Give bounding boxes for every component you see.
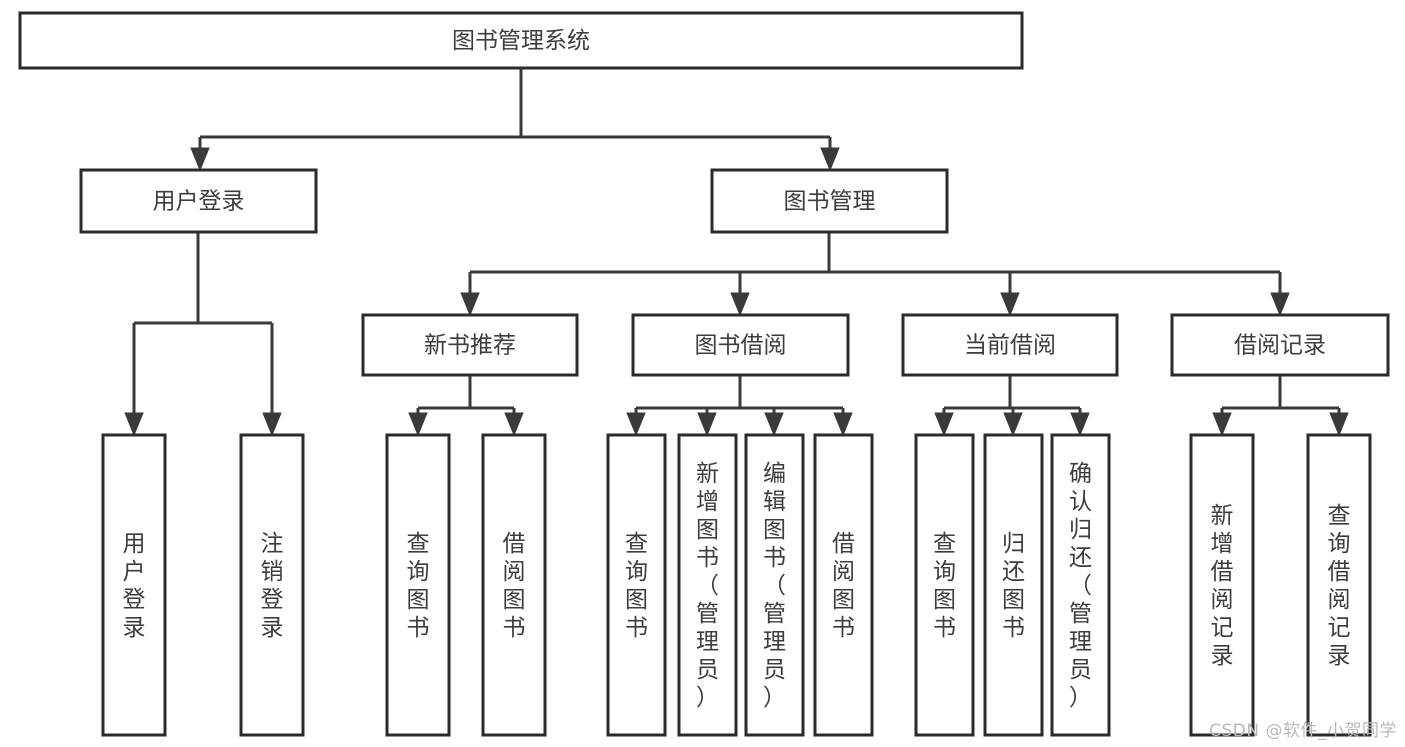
node-label: 注销登录 [261, 531, 284, 641]
conn-book-borrow-bus-line [634, 375, 845, 423]
node-label: 图书借阅 [695, 333, 787, 359]
node-leaf-confirm-return[interactable]: 确认归还（管理员） [1050, 433, 1111, 737]
node-label: 查询图书 [933, 531, 956, 641]
node-new-book-rec[interactable]: 新书推荐 [361, 313, 579, 377]
arrowhead-icon [124, 412, 144, 437]
arrowhead-icon [626, 412, 646, 437]
arrowhead-icon [1212, 412, 1232, 437]
node-box[interactable] [744, 433, 805, 737]
arrowhead-icon [730, 292, 750, 317]
node-label: 查询图书 [407, 531, 430, 641]
conn-book-borrow-bus [626, 375, 853, 437]
conn-user-login-bus [124, 232, 282, 437]
node-label: 用户登录 [153, 189, 245, 215]
node-label: 借阅图书 [832, 531, 855, 641]
node-leaf-return-book[interactable]: 归还图书 [983, 433, 1044, 737]
arrowhead-icon [408, 412, 428, 437]
node-box[interactable] [813, 433, 874, 737]
node-box[interactable] [1170, 313, 1390, 377]
node-label: 借阅记录 [1234, 333, 1326, 359]
arrowhead-icon [460, 292, 480, 317]
node-leaf-logout[interactable]: 注销登录 [239, 433, 305, 737]
node-box[interactable] [606, 433, 667, 737]
node-label: 新增借阅记录 [1211, 503, 1234, 669]
node-user-login[interactable]: 用户登录 [79, 168, 318, 234]
node-label: 归还图书 [1002, 531, 1025, 641]
node-box[interactable] [914, 433, 975, 737]
node-box[interactable] [983, 433, 1044, 737]
node-box[interactable] [18, 11, 1024, 70]
node-leaf-add-record[interactable]: 新增借阅记录 [1189, 433, 1255, 737]
node-box[interactable] [101, 433, 167, 737]
connector-layer [124, 68, 1349, 437]
arrowhead-icon [1329, 412, 1349, 437]
node-label: 新增图书（管理员） [696, 461, 719, 711]
node-box[interactable] [901, 313, 1119, 377]
node-label: 新书推荐 [424, 333, 516, 359]
node-leaf-add-book[interactable]: 新增图书（管理员） [677, 433, 738, 737]
conn-new-book-rec-bus-line [416, 375, 516, 423]
arrowhead-icon [1000, 292, 1020, 317]
arrowhead-icon [504, 412, 524, 437]
arrowhead-icon [833, 412, 853, 437]
node-box[interactable] [1189, 433, 1255, 737]
arrowhead-icon [1070, 412, 1090, 437]
node-leaf-borrow-book-2[interactable]: 借阅图书 [813, 433, 874, 737]
node-label: 用户登录 [123, 531, 146, 641]
node-label: 编辑图书（管理员） [763, 461, 786, 711]
node-box[interactable] [79, 168, 318, 234]
node-label: 查询借阅记录 [1328, 503, 1351, 669]
arrowhead-icon [820, 147, 840, 172]
node-leaf-edit-book[interactable]: 编辑图书（管理员） [744, 433, 805, 737]
node-box[interactable] [385, 433, 451, 737]
node-label: 查询图书 [625, 531, 648, 641]
node-label: 图书管理系统 [452, 28, 590, 54]
node-leaf-query-book-1[interactable]: 查询图书 [385, 433, 451, 737]
node-box[interactable] [677, 433, 738, 737]
node-leaf-user-login[interactable]: 用户登录 [101, 433, 167, 737]
conn-borrow-record-bus-line [1220, 375, 1341, 423]
node-label: 确认归还（管理员） [1069, 461, 1092, 711]
node-label: 图书管理 [784, 189, 876, 215]
arrowhead-icon [190, 147, 210, 172]
node-leaf-borrow-book-1[interactable]: 借阅图书 [481, 433, 547, 737]
node-label: 借阅图书 [503, 531, 526, 641]
node-leaf-query-book-3[interactable]: 查询图书 [914, 433, 975, 737]
arrowhead-icon [262, 412, 282, 437]
arrowhead-icon [1003, 412, 1023, 437]
node-box[interactable] [239, 433, 305, 737]
node-book-borrow[interactable]: 图书借阅 [631, 313, 850, 377]
node-box[interactable] [710, 168, 949, 234]
node-root[interactable]: 图书管理系统 [18, 11, 1024, 70]
node-leaf-query-record[interactable]: 查询借阅记录 [1306, 433, 1372, 737]
node-current-borrow[interactable]: 当前借阅 [901, 313, 1119, 377]
node-label: 当前借阅 [964, 333, 1056, 359]
node-box[interactable] [631, 313, 850, 377]
node-borrow-record[interactable]: 借阅记录 [1170, 313, 1390, 377]
node-book-manage[interactable]: 图书管理 [710, 168, 949, 234]
conn-book-manage-bus-line [468, 232, 1282, 303]
conn-new-book-rec-bus [408, 375, 524, 437]
conn-user-login-bus-line [132, 232, 274, 423]
arrowhead-icon [764, 412, 784, 437]
node-box[interactable] [361, 313, 579, 377]
node-leaf-query-book-2[interactable]: 查询图书 [606, 433, 667, 737]
node-box[interactable] [1050, 433, 1111, 737]
conn-root-bus [190, 68, 840, 172]
conn-borrow-record-bus [1212, 375, 1349, 437]
conn-book-manage-bus [460, 232, 1290, 317]
node-box[interactable] [1306, 433, 1372, 737]
node-box[interactable] [481, 433, 547, 737]
conn-current-borrow-bus [934, 375, 1090, 437]
arrowhead-icon [934, 412, 954, 437]
conn-root-bus-line [198, 68, 832, 158]
arrowhead-icon [1270, 292, 1290, 317]
arrowhead-icon [697, 412, 717, 437]
node-layer: 图书管理系统用户登录图书管理新书推荐图书借阅当前借阅借阅记录用户登录注销登录查询… [18, 11, 1390, 737]
